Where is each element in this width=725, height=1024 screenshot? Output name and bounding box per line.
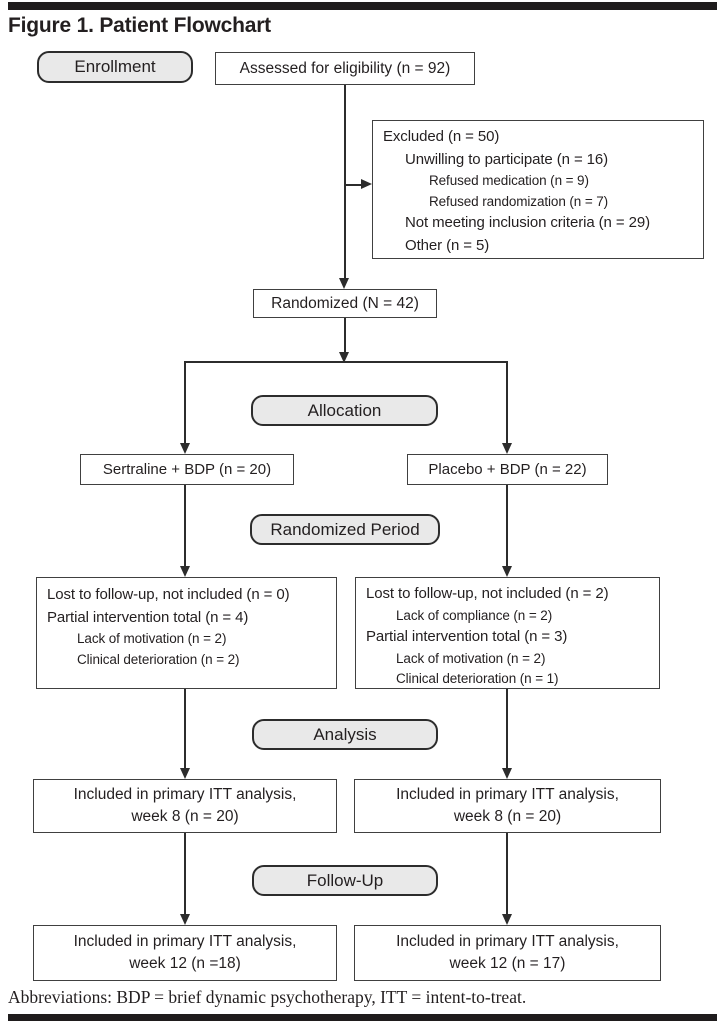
arrowhead-placebo	[502, 443, 512, 454]
week12-right-line2: week 12 (n = 17)	[449, 955, 566, 972]
arrowhead-lost-left	[180, 566, 190, 577]
node-arm-placebo: Placebo + BDP (n = 22)	[407, 454, 608, 485]
week12-left-line1: Included in primary ITT analysis,	[73, 933, 297, 950]
connector-branch-placebo	[506, 361, 508, 443]
week8-right-line2: week 8 (n = 20)	[453, 808, 562, 825]
excluded-line: Unwilling to participate (n = 16)	[405, 150, 609, 168]
stage-follow-up: Follow-Up	[252, 865, 438, 896]
node-week8-left: Included in primary ITT analysis, week 8…	[33, 779, 337, 833]
stage-follow-up-label: Follow-Up	[306, 870, 384, 890]
node-randomized: Randomized (N = 42)	[253, 289, 437, 318]
figure-title: Figure 1. Patient Flowchart	[8, 14, 271, 37]
bottom-rule-bar	[8, 1014, 717, 1021]
lost-right-line: Lost to follow-up, not included (n = 2)	[366, 585, 609, 602]
week12-right-line1: Included in primary ITT analysis,	[396, 933, 619, 950]
lost-left-line: Lack of motivation (n = 2)	[77, 631, 227, 646]
connector-lost-week8-left	[184, 689, 186, 768]
arrowhead-week8-left	[180, 768, 190, 779]
connector-assessed-randomized	[344, 85, 346, 278]
lost-right-line: Lack of motivation (n = 2)	[396, 650, 546, 666]
connector-week8-week12-right	[506, 833, 508, 914]
node-assessed-label: Assessed for eligibility (n = 92)	[239, 59, 451, 77]
lost-left-line: Clinical deterioration (n = 2)	[77, 651, 240, 667]
stage-analysis: Analysis	[252, 719, 438, 750]
week8-left-line1: Included in primary ITT analysis,	[73, 786, 297, 803]
arrowhead-week12-right	[502, 914, 512, 925]
connector-branch-sertraline	[184, 361, 186, 443]
connector-placebo-lost	[506, 485, 508, 567]
excluded-line: Not meeting inclusion criteria (n = 29)	[405, 214, 650, 231]
node-assessed: Assessed for eligibility (n = 92)	[215, 52, 475, 85]
week12-left-line2: week 12 (n =18)	[129, 955, 241, 972]
week8-left-line2: week 8 (n = 20)	[131, 808, 239, 825]
node-week8-right: Included in primary ITT analysis, week 8…	[354, 779, 661, 833]
node-arm-sertraline: Sertraline + BDP (n = 20)	[80, 454, 294, 485]
lost-right-line: Clinical deterioration (n = 1)	[396, 671, 559, 686]
top-rule-bar	[8, 2, 717, 10]
stage-analysis-label: Analysis	[313, 724, 377, 744]
connector-excluded	[345, 184, 362, 186]
arrowhead-sertraline	[180, 443, 190, 454]
excluded-line: Refused randomization (n = 7)	[429, 193, 609, 209]
arrowhead-excluded	[361, 179, 372, 189]
connector-randomized-branch	[344, 318, 346, 352]
node-week12-right: Included in primary ITT analysis, week 1…	[354, 925, 661, 981]
stage-randomized-period: Randomized Period	[250, 514, 440, 545]
stage-allocation-label: Allocation	[307, 400, 382, 420]
node-lost-right: Lost to follow-up, not included (n = 2) …	[355, 577, 660, 689]
node-lost-left: Lost to follow-up, not included (n = 0) …	[36, 577, 337, 689]
lost-right-line: Partial intervention total (n = 3)	[366, 628, 568, 645]
node-excluded: Excluded (n = 50) Unwilling to participa…	[372, 120, 704, 259]
week8-right-line1: Included in primary ITT analysis,	[396, 786, 619, 803]
connector-lost-week8-right	[506, 689, 508, 768]
branch-line	[184, 361, 508, 363]
arrowhead-week8-right	[502, 768, 512, 779]
arrowhead-randomized	[339, 278, 349, 289]
excluded-line: Other (n = 5)	[405, 236, 490, 254]
excluded-line: Refused medication (n = 9)	[429, 173, 589, 188]
excluded-line: Excluded (n = 50)	[383, 128, 500, 145]
node-arm-placebo-label: Placebo + BDP (n = 22)	[428, 461, 587, 478]
node-randomized-label: Randomized (N = 42)	[271, 294, 419, 312]
arrowhead-week12-left	[180, 914, 190, 925]
connector-sertraline-lost	[184, 485, 186, 567]
node-week12-left: Included in primary ITT analysis, week 1…	[33, 925, 337, 981]
stage-allocation: Allocation	[251, 395, 438, 426]
lost-right-line: Lack of compliance (n = 2)	[396, 607, 553, 623]
connector-week8-week12-left	[184, 833, 186, 914]
lost-left-line: Lost to follow-up, not included (n = 0)	[47, 586, 290, 603]
lost-left-line: Partial intervention total (n = 4)	[47, 609, 249, 626]
arrowhead-branch	[339, 352, 349, 363]
stage-randomized-period-label: Randomized Period	[270, 519, 420, 539]
arrowhead-lost-right	[502, 566, 512, 577]
stage-enrollment-label: Enrollment	[74, 57, 156, 76]
abbreviations-footnote: Abbreviations: BDP = brief dynamic psych…	[8, 987, 527, 1007]
node-arm-sertraline-label: Sertraline + BDP (n = 20)	[102, 461, 272, 478]
stage-enrollment: Enrollment	[37, 51, 193, 83]
